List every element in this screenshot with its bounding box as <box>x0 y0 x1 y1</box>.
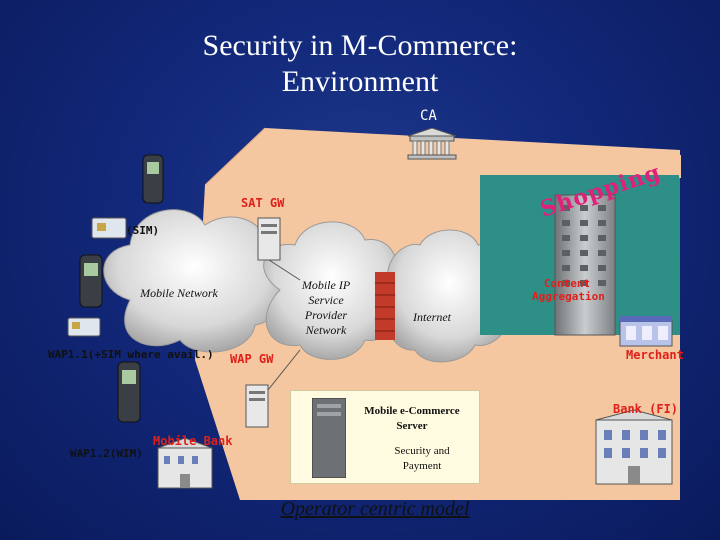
content-aggregation-label: Content Aggregation <box>532 277 605 303</box>
sat-gw-server-icon <box>257 217 281 261</box>
mobile-network-label: Mobile Network <box>140 286 218 300</box>
bank-fi-building-icon <box>595 409 673 485</box>
ca-building-icon <box>407 127 457 160</box>
phone-middle-icon <box>79 254 103 308</box>
sat-gw-link <box>268 259 301 281</box>
firewall-icon <box>375 272 395 340</box>
zone-edge <box>204 127 266 186</box>
mobile-bank-building-icon <box>157 437 213 489</box>
building-windows <box>562 205 606 286</box>
sim-card-top-icon <box>91 217 127 239</box>
mobile-ip-label: Mobile IP Service Provider Network <box>301 278 351 337</box>
sim-label: (SIM) <box>126 224 160 237</box>
sat-gw-label: SAT GW <box>241 196 285 210</box>
mobile-bank-label: Mobile Bank <box>153 434 233 448</box>
wap11-label: WAP1.1(+SIM where avail.) <box>48 348 214 361</box>
merchant-label: Merchant <box>626 348 684 362</box>
bank-fi-label: Bank (FI) <box>613 402 679 416</box>
slide-title: Security in M-Commerce: Environment <box>0 28 720 100</box>
title-line-2: Environment <box>281 65 439 98</box>
merchant-store-icon <box>619 316 673 347</box>
phone-bottom-icon <box>117 361 141 423</box>
security-payment-label: Security and Payment <box>394 445 450 472</box>
title-line-1: Security in M-Commerce: <box>202 29 518 62</box>
ca-label: CA <box>420 108 437 124</box>
phone-top-icon <box>142 154 164 204</box>
wap-gw-server-icon <box>245 384 269 428</box>
internet-label: Internet <box>413 310 451 324</box>
server-tower-icon <box>312 398 346 478</box>
mobile-ecommerce-server-label: Mobile e-Commerce Server <box>364 405 460 432</box>
wap-gw-link <box>267 349 301 391</box>
operator-centric-model-caption: Operator centric model <box>280 498 470 520</box>
wap-gw-label: WAP GW <box>230 352 274 366</box>
sim-card-bottom-icon <box>67 317 101 337</box>
wap12-label: WAP1.2(WIM) <box>70 447 143 460</box>
